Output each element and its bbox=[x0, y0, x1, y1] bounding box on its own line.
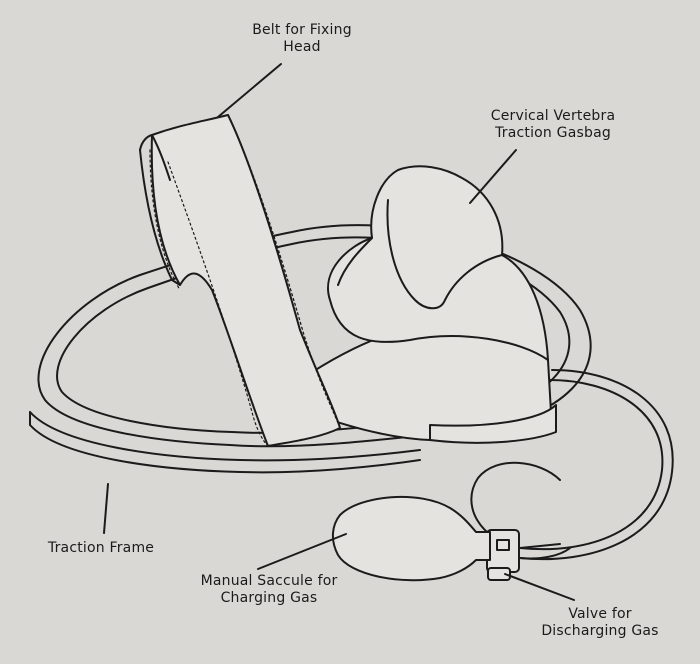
leader-gasbag bbox=[469, 149, 517, 204]
label-gasbag-line1: Cervical Vertebra bbox=[490, 108, 616, 124]
leader-valve bbox=[504, 573, 575, 601]
gasbag-base bbox=[299, 323, 557, 444]
label-traction-frame: Traction Frame bbox=[38, 540, 164, 557]
leader-belt bbox=[217, 63, 282, 118]
traction-gasbag bbox=[327, 165, 549, 361]
label-frame-line1: Traction Frame bbox=[47, 540, 155, 556]
label-traction-gasbag: Cervical Vertebra Traction Gasbag bbox=[468, 108, 638, 142]
label-valve-line2: Discharging Gas bbox=[541, 623, 659, 639]
label-saccule-line2: Charging Gas bbox=[220, 590, 318, 606]
leader-frame bbox=[103, 483, 109, 534]
fixing-belt bbox=[139, 114, 341, 447]
label-gasbag-line2: Traction Gasbag bbox=[495, 125, 611, 141]
leader-saccule bbox=[257, 533, 347, 570]
manual-saccule bbox=[332, 495, 491, 582]
leader-lines bbox=[103, 63, 575, 601]
label-manual-saccule: Manual Saccule for Charging Gas bbox=[188, 573, 350, 607]
label-valve-line1: Valve for bbox=[568, 606, 632, 622]
label-belt-for-fixing-head: Belt for Fixing Head bbox=[232, 22, 372, 56]
air-tube bbox=[470, 369, 674, 561]
valve bbox=[486, 529, 520, 581]
label-belt-line2: Head bbox=[283, 39, 321, 55]
label-belt-line1: Belt for Fixing bbox=[252, 22, 352, 38]
label-saccule-line1: Manual Saccule for bbox=[200, 573, 338, 589]
label-discharge-valve: Valve for Discharging Gas bbox=[528, 606, 672, 640]
